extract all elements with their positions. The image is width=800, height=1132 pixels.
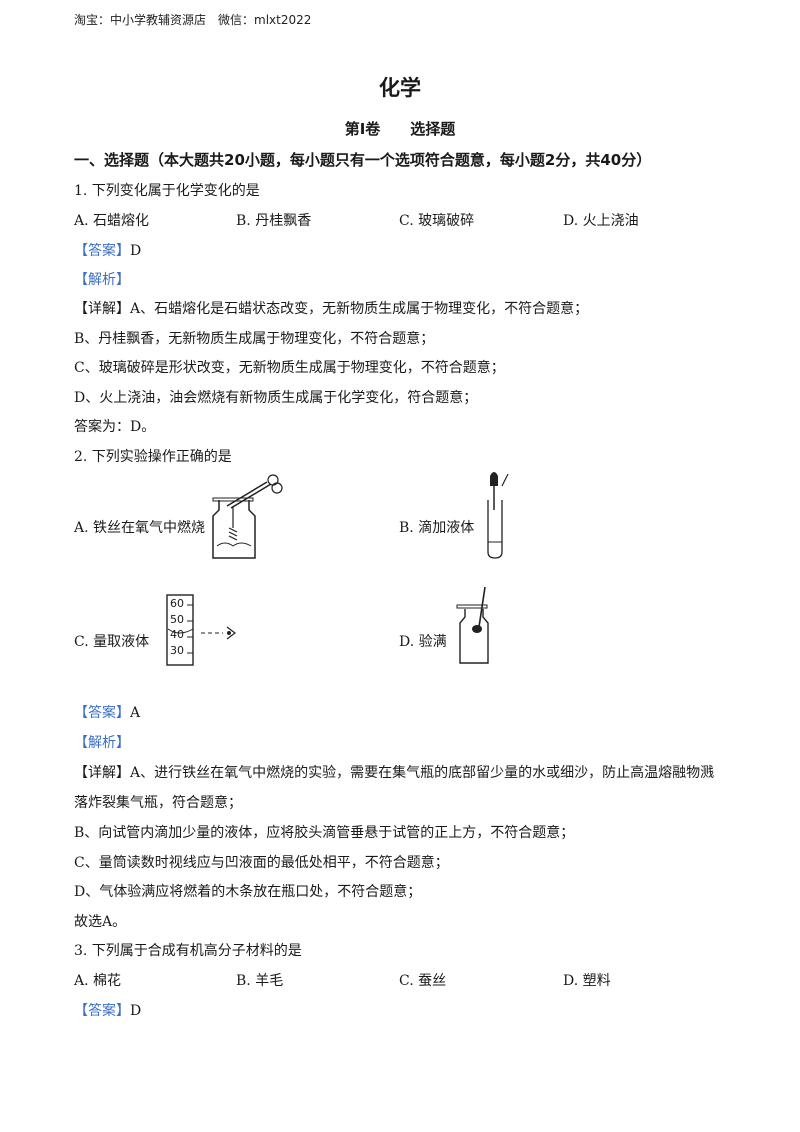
q2-detail-line: 落炸裂集气瓶，符合题意； [74,795,242,811]
answer-value: D [130,1003,142,1019]
dropper-figure [482,470,522,560]
q3-option-a: A. 棉花 [74,973,122,989]
answer-value: A [130,705,141,721]
q1-answer: 【答案】D [74,240,141,260]
q1-option-a: A. 石蜡熔化 [74,213,150,229]
q2-detail-line: B、向试管内滴加少量的液体，应将胶头滴管垂悬于试管的正上方，不符合题意； [74,825,575,841]
answer-value: D [130,243,142,259]
q1-detail-line: D、火上浇油，油会燃烧有新物质生成属于化学变化，符合题意； [74,390,478,406]
q1-option-b: B. 丹桂飘香 [236,213,312,229]
q2-stem: 2. 下列实验操作正确的是 [74,449,232,465]
gas-full-test-figure [455,585,505,667]
page-header: 淘宝：中小学教辅资源店 微信：mlxt2022 [74,13,312,27]
q1-option-c: C. 玻璃破碎 [399,213,475,229]
q2-answer: 【答案】A [74,702,140,722]
tick-label: 60 [170,597,184,610]
q1-option-d: D. 火上浇油 [563,213,639,229]
tick-label: 30 [170,643,184,657]
q2-detail-line: 故选A。 [74,914,127,930]
q2-detail-line: C、量筒读数时视线应与凹液面的最低处相平，不符合题意； [74,855,449,871]
page-title: 化学 [379,76,421,100]
q3-option-d: D. 塑料 [563,973,611,989]
q1-detail-line: C、玻璃破碎是形状改变，无新物质生成属于物理变化，不符合题意； [74,360,505,376]
tick-label: 50 [170,612,184,626]
detail-text: A、石蜡熔化是石蜡状态改变，无新物质生成属于物理变化，不符合题意； [130,301,589,317]
q3-stem: 3. 下列属于合成有机高分子材料的是 [74,943,302,959]
detail-text: A、进行铁丝在氧气中燃烧的实验，需要在集气瓶的底部留少量的水或细沙，防止高温熔融… [130,765,715,781]
part-title: 第Ⅰ卷 选择题 [344,120,456,138]
answer-tag: 【答案】 [74,1003,130,1019]
detail-tag: 【详解】 [74,301,130,317]
q2-analysis-tag: 【解析】 [74,735,130,751]
q2-option-d: D. 验满 [399,634,447,650]
answer-tag: 【答案】 [74,243,130,259]
section-heading: 一、选择题（本大题共20小题，每小题只有一个选项符合题意，每小题2分，共40分） [74,151,652,169]
q2-option-c: C. 量取液体 [74,634,150,650]
tick-label: 40 [170,628,184,641]
q2-detail-line: D、气体验满应将燃着的木条放在瓶口处，不符合题意； [74,884,422,900]
cylinder-scale: 60 50 40 30 [170,596,184,658]
q1-analysis-tag: 【解析】 [74,272,130,288]
q3-answer: 【答案】D [74,1000,141,1020]
q1-stem: 1. 下列变化属于化学变化的是 [74,183,260,199]
q3-option-c: C. 蚕丝 [399,973,447,989]
q1-detail-line: 【详解】A、石蜡熔化是石蜡状态改变，无新物质生成属于物理变化，不符合题意； [74,298,588,318]
graduated-cylinder-figure [165,593,255,669]
q1-detail-line: B、丹桂飘香，无新物质生成属于物理变化，不符合题意； [74,331,435,347]
q2-option-b: B. 滴加液体 [399,520,475,536]
q3-option-b: B. 羊毛 [236,973,284,989]
iron-wire-combustion-figure [205,470,285,566]
q2-detail-line: 【详解】A、进行铁丝在氧气中燃烧的实验，需要在集气瓶的底部留少量的水或细沙，防止… [74,762,714,782]
answer-tag: 【答案】 [74,705,130,721]
detail-tag: 【详解】 [74,765,130,781]
q1-detail-line: 答案为：D。 [74,419,156,435]
q2-option-a: A. 铁丝在氧气中燃烧 [74,520,206,536]
